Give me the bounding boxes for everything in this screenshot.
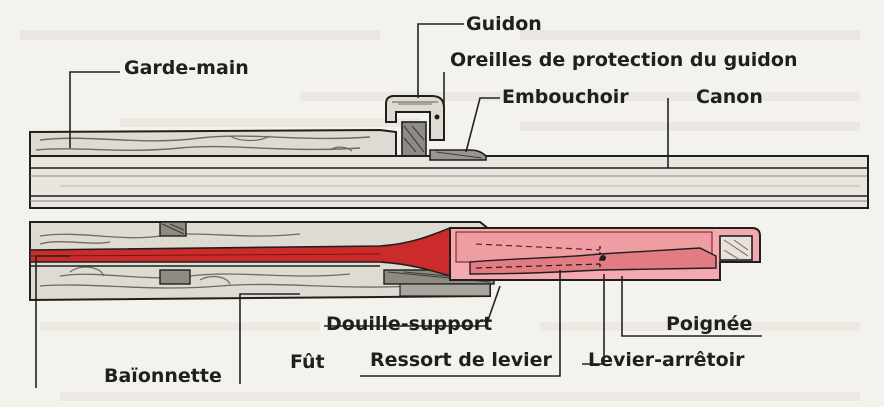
label-garde-main: Garde-main	[124, 57, 249, 79]
bayonet-handle	[449, 227, 761, 281]
barrel	[29, 155, 869, 209]
label-ressort-levier: Ressort de levier	[370, 349, 553, 371]
label-levier-arretoir: Levier-arrêtoir	[588, 349, 745, 371]
labels: Guidon Garde-main Oreilles de protection…	[104, 13, 797, 387]
label-canon: Canon	[696, 86, 763, 108]
label-oreilles: Oreilles de protection du guidon	[450, 49, 797, 71]
label-guidon: Guidon	[466, 13, 542, 35]
label-poignee: Poignée	[666, 313, 752, 335]
label-embouchoir: Embouchoir	[502, 86, 629, 108]
garde-main-wood	[29, 128, 397, 160]
barrel-band	[429, 149, 487, 161]
label-douille-support: Douille-support	[326, 313, 492, 335]
label-baionnette: Baïonnette	[104, 365, 222, 387]
leader-lines	[35, 23, 762, 388]
label-fut: Fût	[290, 351, 325, 373]
